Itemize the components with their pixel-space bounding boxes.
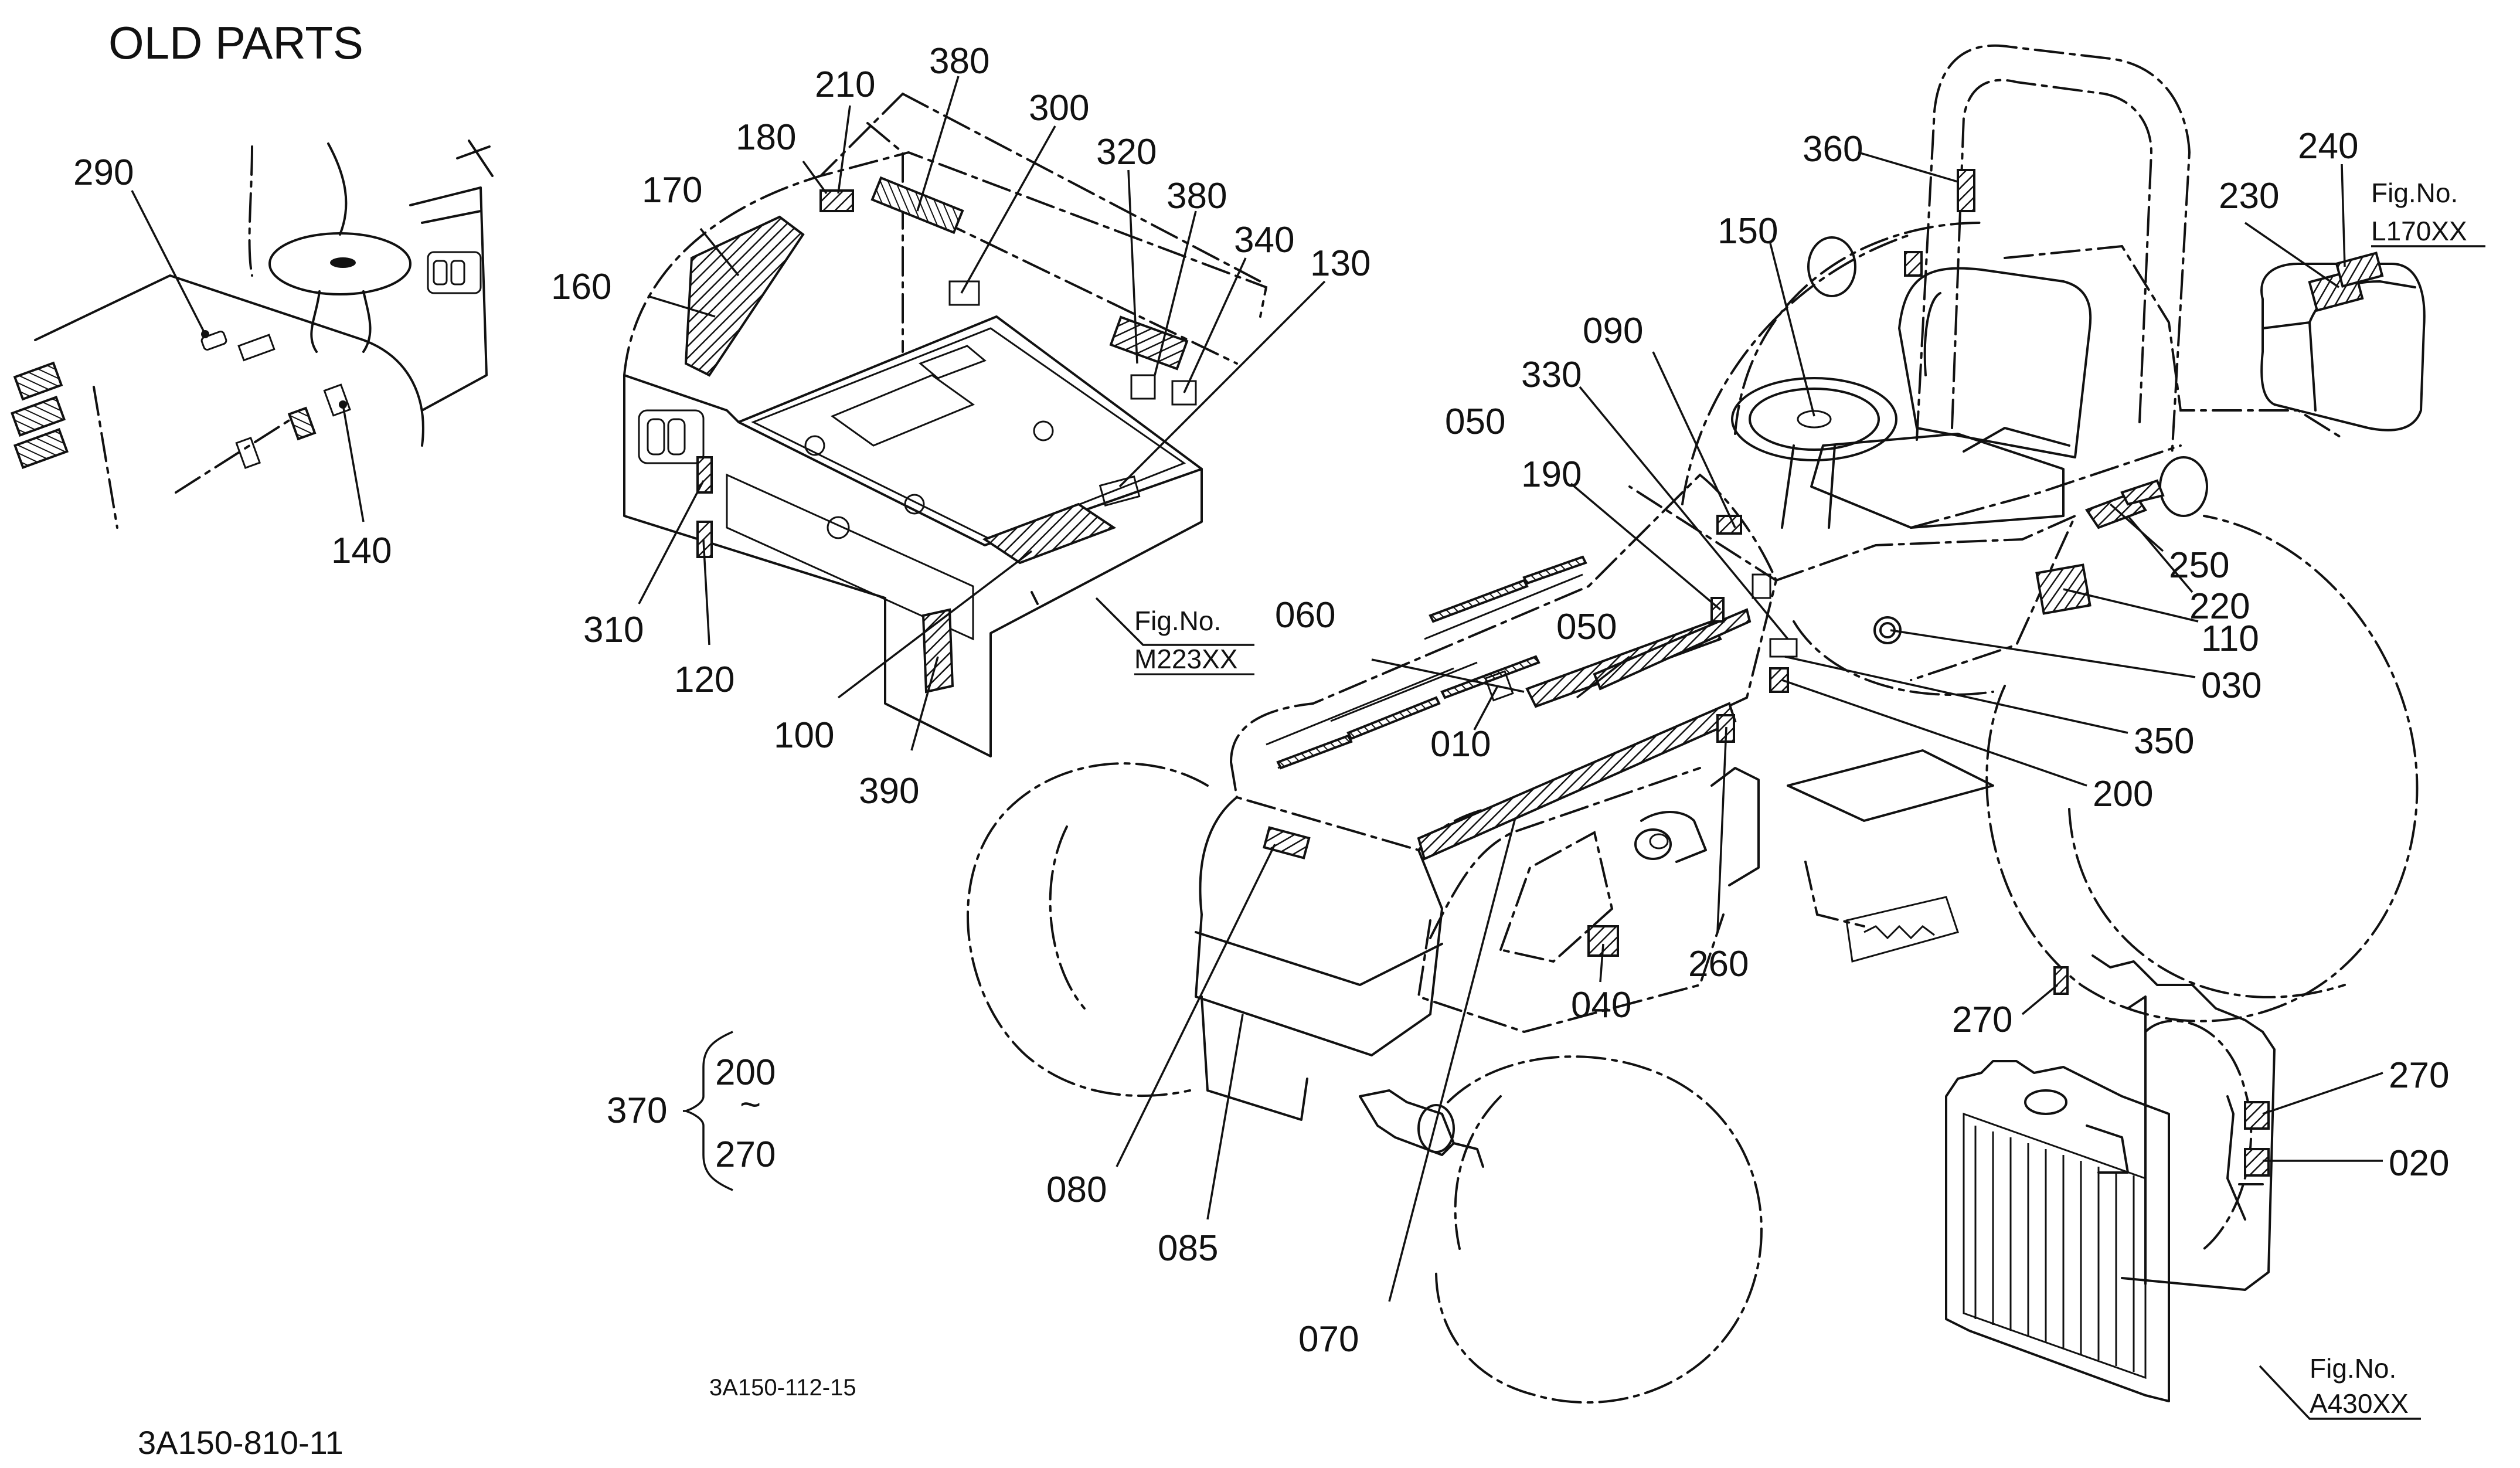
label-340: 340 — [1234, 220, 1294, 260]
label-150: 150 — [1718, 211, 1778, 252]
label-120: 120 — [674, 660, 734, 700]
rear-fender-platform-drawing — [623, 93, 1268, 757]
label-380-top: 380 — [929, 41, 989, 81]
label-250: 250 — [2169, 545, 2229, 586]
label-180: 180 — [736, 117, 796, 158]
label-300: 300 — [1029, 88, 1089, 128]
label-220: 220 — [2189, 586, 2250, 627]
figref-a430-caption: Fig.No. — [2310, 1353, 2396, 1384]
label-130: 130 — [1310, 243, 1370, 284]
title-old-parts: OLD PARTS — [108, 17, 363, 69]
label-170: 170 — [642, 170, 702, 210]
label-200: 200 — [2093, 774, 2153, 814]
label-040: 040 — [1571, 985, 1631, 1025]
figref-m223-number[interactable]: M223XX — [1134, 644, 1237, 674]
drawing-code: 3A150-112-15 — [709, 1375, 856, 1401]
label-390: 390 — [859, 771, 919, 811]
label-020: 020 — [2389, 1143, 2449, 1184]
label-290: 290 — [73, 152, 134, 193]
label-110: 110 — [2201, 619, 2259, 659]
label-070: 070 — [1298, 1319, 1359, 1360]
tractor-drawing — [966, 44, 2426, 1404]
label-240: 240 — [2298, 126, 2358, 166]
label-260: 260 — [1688, 944, 1749, 984]
label-085: 085 — [1158, 1228, 1218, 1269]
figref-l170-number[interactable]: L170XX — [2371, 216, 2467, 246]
label-210: 210 — [815, 64, 875, 105]
label-060: 060 — [1275, 595, 1335, 636]
label-050-mid: 050 — [1556, 607, 1617, 647]
label-140: 140 — [331, 531, 392, 571]
label-010: 010 — [1430, 724, 1491, 764]
label-range-tilde: ~ — [740, 1085, 761, 1125]
label-360: 360 — [1803, 129, 1863, 169]
label-160: 160 — [551, 267, 611, 307]
old-parts-dashboard-drawing — [11, 140, 494, 529]
label-310: 310 — [583, 610, 644, 650]
label-080: 080 — [1046, 1170, 1107, 1210]
leader-140 — [342, 404, 365, 522]
label-330: 330 — [1521, 355, 1582, 395]
label-320: 320 — [1096, 132, 1157, 172]
leader-290 — [131, 190, 206, 335]
figref-m223-caption: Fig.No. — [1134, 606, 1221, 636]
label-100: 100 — [774, 715, 834, 756]
label-350: 350 — [2134, 721, 2194, 762]
label-380-right: 380 — [1167, 176, 1227, 216]
figref-a430-number[interactable]: A430XX — [2310, 1388, 2409, 1419]
label-270-right: 270 — [2389, 1055, 2449, 1096]
label-370: 370 — [607, 1090, 667, 1131]
label-range-end: 270 — [715, 1134, 776, 1175]
label-range-start: 200 — [715, 1052, 776, 1093]
label-270-left: 270 — [1952, 1000, 2012, 1040]
range-bracket-370: 370 200 ~ 270 — [607, 1031, 776, 1191]
page-code: 3A150-810-11 — [138, 1424, 344, 1461]
label-030: 030 — [2201, 665, 2261, 706]
label-050-top: 050 — [1445, 402, 1505, 442]
figref-l170-caption: Fig.No. — [2371, 178, 2458, 208]
label-190: 190 — [1521, 454, 1582, 495]
label-230: 230 — [2219, 176, 2279, 216]
label-090: 090 — [1583, 311, 1643, 351]
